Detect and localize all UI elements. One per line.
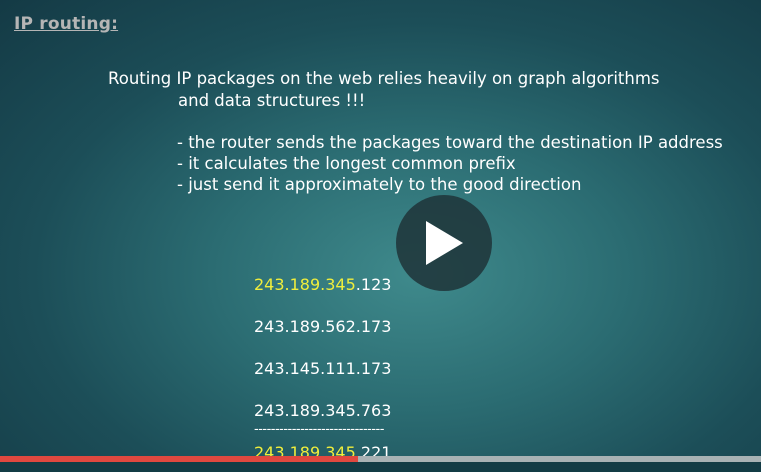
slide-title: IP routing:	[14, 14, 119, 34]
ip-address: 243.189.345.763	[254, 400, 391, 442]
intro-text: Routing IP packages on the web relies he…	[108, 68, 660, 112]
bullet-item: - the router sends the packages toward t…	[177, 133, 723, 152]
ip-suffix: 243.145.111.173	[254, 359, 392, 378]
bullet-item: - just send it approximately to the good…	[177, 175, 582, 194]
player-bottom-strip	[0, 462, 761, 472]
ip-address: 243.189.345.123	[254, 274, 391, 316]
progress-fill	[0, 456, 358, 462]
separator-line: -------------------------------	[254, 422, 384, 437]
ip-address: 243.145.111.173	[254, 358, 391, 400]
ip-address-list: 243.189.345.123 243.189.562.173 243.145.…	[254, 274, 391, 442]
bullet-item: - it calculates the longest common prefi…	[177, 154, 516, 173]
ip-address: 243.189.562.173	[254, 316, 391, 358]
ip-prefix-highlight: 243.189.345	[254, 275, 356, 294]
ip-suffix: 243.189.345.763	[254, 401, 392, 420]
video-progress-bar[interactable]	[0, 456, 761, 462]
bullet-list: - the router sends the packages toward t…	[177, 132, 723, 195]
play-icon	[426, 221, 463, 265]
intro-line-1: Routing IP packages on the web relies he…	[108, 69, 660, 88]
ip-suffix: .123	[355, 275, 392, 294]
intro-line-2: and data structures !!!	[178, 91, 366, 110]
ip-suffix: 243.189.562.173	[254, 317, 392, 336]
play-button[interactable]	[396, 195, 492, 291]
